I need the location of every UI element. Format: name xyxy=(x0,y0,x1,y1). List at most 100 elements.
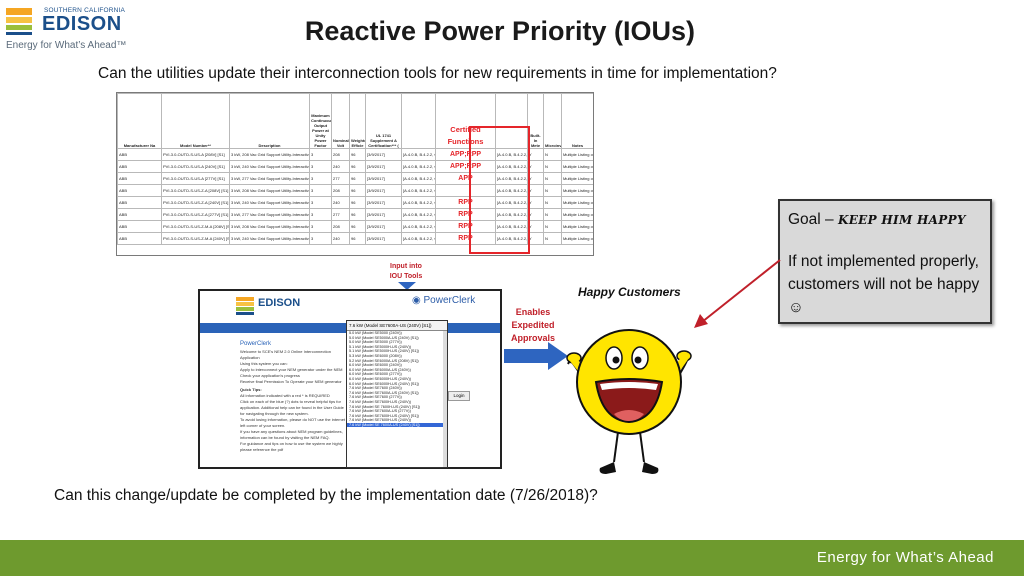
dropdown-option[interactable]: 5.1 kW (Model SE5000H-US (240V)) xyxy=(349,344,412,349)
table-cell: [A.4.0.B, B.4.2.2, C.2.8.0] xyxy=(401,172,436,185)
dropdown-option[interactable]: 5.3 kW (Model SE6000 (208V)) xyxy=(349,353,402,358)
dropdown-option[interactable]: 7.6 kW (Model SE 7600A-US (240V) [S1]) xyxy=(347,422,447,428)
happy-customers-label: Happy Customers xyxy=(578,285,681,299)
table-cell: ABB xyxy=(117,208,162,221)
table-cell: Multiple Listing of Power-One xyxy=(561,148,593,161)
table-cell: 3 kW, 208 Vac Grid Support Utility-Inter… xyxy=(229,184,310,197)
table-cell: [3/9/2017] xyxy=(365,160,402,173)
powerclerk-body: PowerClerk Welcome to SCE's NEM 2.0 Onli… xyxy=(240,341,350,453)
table-cell: N xyxy=(543,196,562,209)
dropdown-option[interactable]: 7.6 kW (Model SE7600A-US (277V)) xyxy=(349,409,411,414)
powerclerk-quick-tips: Quick Tips: xyxy=(240,387,262,392)
table-cell: 96 xyxy=(349,220,366,233)
column-header: UL 1741 Supplement A Certification*** ( xyxy=(365,93,402,149)
table-cell: N xyxy=(543,220,562,233)
table-cell: 3 xyxy=(309,148,332,161)
table-cell: N xyxy=(543,232,562,245)
dropdown-option[interactable]: 6.0 kW (Model SE6000A-US (240V)) xyxy=(349,367,411,372)
dropdown-option[interactable]: 7.6 kW (Model SE7600 (240V)) xyxy=(349,386,402,391)
table-cell: 240 xyxy=(331,160,350,173)
table-cell: 3 kW, 240 Vac Grid Support Utility-Inter… xyxy=(229,196,310,209)
table-cell: 3 kW, 208 Vac Grid Support Utility-Inter… xyxy=(229,148,310,161)
dropdown-option[interactable]: 7.6 kW (Model SE7600H-US (240V)) xyxy=(349,418,412,423)
dropdown-option[interactable]: 5.0 kW (Model SE5000A-US (240V) [S1]) xyxy=(349,335,419,340)
login-button[interactable]: Login xyxy=(448,391,470,401)
table-cell: PVI-3.0-OUTD-S-US-Z-A [240V] [S1] xyxy=(161,196,230,209)
table-cell: PVI-3.0-OUTD-S-US-Z-M-A [240V] [S1] xyxy=(161,232,230,245)
table-cell: ABB xyxy=(117,172,162,185)
dropdown-option[interactable]: 7.6 kW (Model SE7600A-US (240V) [S1]) xyxy=(349,390,419,395)
table-cell: PVI-3.0-OUTD-S-US-Z-A [277V] [S1] xyxy=(161,208,230,221)
right-arrow-icon xyxy=(504,342,568,370)
table-cell: 3 xyxy=(309,208,332,221)
dropdown-option[interactable]: 6.0 kW (Model SE6000 (240V)) xyxy=(349,363,402,368)
powerclerk-tip: left corner of your screen. xyxy=(240,423,286,428)
sun-icon xyxy=(4,6,34,36)
table-cell: [A.4.0.B, B.4.2.2, C.2.8.0] xyxy=(401,220,436,233)
goal-callout: Goal – Keep him happy If not implemented… xyxy=(778,199,992,324)
dropdown-option[interactable]: 7.6 kW (Model SE7600H-US (240V)) xyxy=(349,399,412,404)
input-note-line: Input into xyxy=(390,263,422,270)
logo-tagline: Energy for What’s Ahead™ xyxy=(6,40,127,51)
dropdown-scrollbar[interactable] xyxy=(443,331,447,467)
dropdown-option[interactable]: 5.2 kW (Model SE6000A-US (208V) [S1]) xyxy=(349,358,419,363)
dropdown-option[interactable]: 5.1 kW (Model SE5000H-US (240V) [S1]) xyxy=(349,349,419,354)
dropdown-option[interactable]: 5.0 kW (Model SE5000 (277V)) xyxy=(349,340,402,345)
table-cell: 3 xyxy=(309,232,332,245)
bottom-question: Can this change/update be completed by t… xyxy=(54,487,598,504)
table-cell: [A.4.0.B, B.4.2.2, C.2.8.0] xyxy=(401,148,436,161)
enables-line: Enables xyxy=(515,307,551,317)
column-header: Microinver xyxy=(543,93,562,149)
table-cell: [3/9/2017] xyxy=(365,196,402,209)
table-cell: [3/9/2017] xyxy=(365,208,402,221)
table-cell: ABB xyxy=(117,160,162,173)
powerclerk-brand-label: PowerClerk xyxy=(423,295,476,306)
dropdown-option[interactable]: 6.0 kW (Model SE6000H-US (240V)) xyxy=(349,376,412,381)
inverter-model-dropdown[interactable]: 7.6 kW (Model SE7600A-US (240V) [S1]) 5.… xyxy=(346,320,448,468)
dropdown-selected-value[interactable]: 7.6 kW (Model SE7600A-US (240V) [S1]) xyxy=(347,321,447,331)
enables-line: Expedited xyxy=(511,320,555,330)
powerclerk-bullet: Receive final Permission To Operate your… xyxy=(240,379,342,384)
table-cell: ABB xyxy=(117,184,162,197)
dropdown-option[interactable]: 5.0 kW (Model SE5000 (240V)) xyxy=(349,331,402,335)
spreadsheet-header-row: Manufacturer Na Model Number** Descripti… xyxy=(117,93,593,149)
dropdown-option[interactable]: 7.6 kW (Model SE7600 (277V)) xyxy=(349,395,402,400)
dropdown-option[interactable]: 6.0 kW (Model SE6000H-US (240V) [S1]) xyxy=(349,381,419,386)
table-cell: ABB xyxy=(117,148,162,161)
table-cell: 96 xyxy=(349,184,366,197)
table-cell: 3 xyxy=(309,160,332,173)
table-cell: N xyxy=(543,148,562,161)
table-cell: 3 kW, 208 Vac Grid Support Utility-Inter… xyxy=(229,220,310,233)
table-cell: 96 xyxy=(349,148,366,161)
column-header-certified-functions: Certified Functions xyxy=(435,93,496,149)
certification-spreadsheet: Manufacturer Na Model Number** Descripti… xyxy=(116,92,594,256)
dropdown-option[interactable]: 7.6 kW (Model SE7600H-US (240V) [S1]) xyxy=(349,413,419,418)
dropdown-option[interactable]: 7.6 kW (Model SE 7600H-US (240V) [S1]) xyxy=(349,404,420,409)
table-cell: 96 xyxy=(349,160,366,173)
table-cell: PVI-3.0-OUTD-S-US-A [208V] [S1] xyxy=(161,148,230,161)
table-cell: 96 xyxy=(349,208,366,221)
powerclerk-tip: For guidance and tips on how to use the … xyxy=(240,441,343,446)
table-cell: [A.4.0.B, B.4.2.2, C.2.8.0] xyxy=(401,208,436,221)
powerclerk-brand-icon: ◉ xyxy=(412,295,421,306)
table-cell: Multiple Listing of Power-One xyxy=(561,220,593,233)
table-cell: [A.4.0.B, B.4.2.2, C.2.8.0] xyxy=(401,196,436,209)
table-cell: Multiple Listing of Power-One xyxy=(561,172,593,185)
table-cell: PVI-3.0-OUTD-S-US-A [277V] [S1] xyxy=(161,172,230,185)
powerclerk-using: Using this system you can: xyxy=(240,361,288,366)
dropdown-option[interactable]: 6.0 kW (Model SE6000 (277V)) xyxy=(349,372,402,377)
table-cell: 3 kW, 240 Vac Grid Support Utility-Inter… xyxy=(229,160,310,173)
powerclerk-tip: If you have any questions about NEM prog… xyxy=(240,429,343,434)
table-cell: 3 xyxy=(309,184,332,197)
goal-body: If not implemented properly, customers w… xyxy=(788,253,980,316)
logo-company-line: SOUTHERN CALIFORNIA xyxy=(44,7,126,14)
table-cell: 3 xyxy=(309,196,332,209)
table-cell: N xyxy=(543,208,562,221)
column-header: Maximum Continuous Output Power at Unity… xyxy=(309,93,332,149)
table-cell: 208 xyxy=(331,148,350,161)
arrow-icon xyxy=(694,259,781,328)
table-cell: 96 xyxy=(349,196,366,209)
goal-emphasis: Keep him happy xyxy=(837,213,966,227)
powerclerk-heading: PowerClerk xyxy=(240,341,272,347)
column-header: Notes xyxy=(561,93,593,149)
